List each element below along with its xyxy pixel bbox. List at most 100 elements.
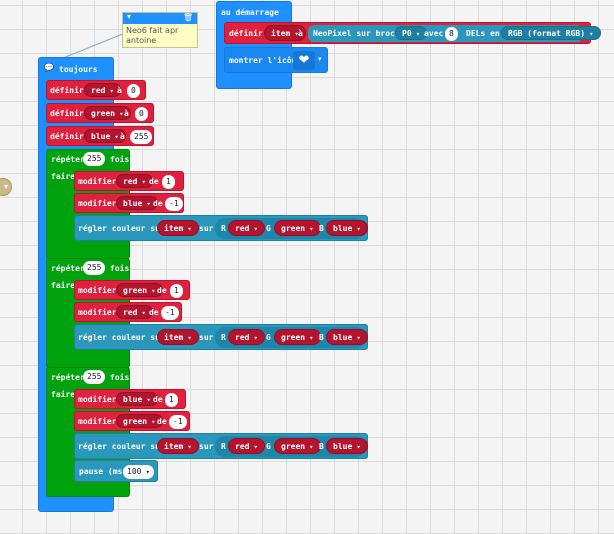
set-green-block[interactable]: définir green à 0 [46,103,154,123]
r-label: R [221,333,226,342]
repeat-label: répéter [51,264,85,273]
var-green-dropdown[interactable]: green [274,438,321,454]
var-red-dropdown[interactable]: red [84,83,121,97]
comment-text[interactable]: Neo6 fait apr antoine [126,26,179,45]
workspace-collapse-handle[interactable]: ▾ [0,178,12,196]
on-label: sur [199,224,214,233]
b-label: B [319,224,324,233]
var-item-dropdown[interactable]: item [264,25,306,41]
strip-dropdown[interactable]: item [157,438,199,454]
on-label: sur [199,333,214,342]
r-label: R [221,224,226,233]
mode-dropdown[interactable]: RGB (format RGB) [501,26,601,40]
var-blue-dropdown[interactable]: blue [84,129,126,143]
change-block[interactable]: modifier green de -1 [74,411,190,431]
change-block[interactable]: modifier green de 1 [74,280,190,300]
set-color-block[interactable]: régler couleur sur item sur R red G gree… [74,433,368,459]
pin-dropdown[interactable]: P0 [395,26,428,40]
repeat-count-input[interactable]: 255 [83,370,106,384]
var-dropdown[interactable]: red [116,174,153,188]
b-label: B [319,333,324,342]
pause-duration-dropdown[interactable]: 100 [123,465,154,479]
with-label: avec [424,29,444,38]
change-block[interactable]: modifier red de 1 [74,171,184,191]
on-start-block[interactable]: au démarrage [216,1,292,89]
set-item-neopixel-block[interactable]: définir item à NeoPixel sur broche P0 av… [224,22,601,44]
change-label: modifier [78,199,117,208]
value-input[interactable]: 0 [135,107,148,121]
neopixel-label: NeoPixel sur broche [313,29,405,38]
led-count-input[interactable]: 8 [445,27,458,41]
strip-dropdown[interactable]: item [157,329,199,345]
pause-block[interactable]: pause (ms) 100 [74,460,158,482]
var-green-dropdown[interactable]: green [84,106,131,120]
change-block[interactable]: modifier blue de -1 [74,193,184,213]
to-label: à [117,86,122,95]
value-input[interactable]: 0 [127,84,140,98]
set-color-block[interactable]: régler couleur sur item sur R red G gree… [74,324,368,350]
trash-icon[interactable]: 🗑 [182,13,193,22]
var-blue-dropdown[interactable]: blue [326,329,368,345]
by-label: de [149,177,159,186]
var-blue-dropdown[interactable]: blue [326,438,368,454]
repeat-label: répéter [51,373,85,382]
repeat-count-input[interactable]: 255 [83,261,106,275]
var-green-dropdown[interactable]: green [274,220,321,236]
var-dropdown[interactable]: green [116,283,163,297]
var-red-dropdown[interactable]: red [228,438,265,454]
value-input[interactable]: 1 [162,175,175,189]
to-label: à [124,109,129,118]
var-blue-dropdown[interactable]: blue [326,220,368,236]
set-red-block[interactable]: définir red à 0 [46,80,146,100]
set-color-block[interactable]: régler couleur sur item sur R red G gree… [74,215,368,241]
value-input[interactable]: -1 [161,306,179,320]
comment-header[interactable]: ▾ 🗑 [123,12,197,24]
by-label: de [157,417,167,426]
value-input[interactable]: -1 [165,197,183,211]
times-label: fois [110,373,130,382]
by-label: de [153,199,163,208]
strip-dropdown[interactable]: item [157,220,199,236]
g-label: G [266,224,271,233]
var-dropdown[interactable]: blue [116,392,158,406]
do-label: faire [51,172,76,181]
set-label: définir [50,86,84,95]
on-label: sur [199,442,214,451]
g-label: G [266,333,271,342]
times-label: fois [110,155,130,164]
set-label: définir [229,29,263,38]
comment-icon[interactable]: 💬 [44,63,54,72]
var-green-dropdown[interactable]: green [274,329,321,345]
value-input[interactable]: -1 [169,415,187,429]
chevron-down-icon[interactable]: ▾ [127,12,132,21]
value-input[interactable]: 255 [130,130,153,144]
set-blue-block[interactable]: définir blue à 255 [46,126,154,146]
b-label: B [319,442,324,451]
repeat-label: répéter [51,155,85,164]
r-label: R [221,442,226,451]
set-color-label: régler couleur sur [78,442,165,451]
value-input[interactable]: 1 [170,284,183,298]
var-dropdown[interactable]: blue [116,196,158,210]
change-block[interactable]: modifier red de -1 [74,302,182,322]
forever-title: toujours [59,65,98,74]
var-red-dropdown[interactable]: red [228,329,265,345]
var-dropdown[interactable]: red [116,305,153,319]
change-block[interactable]: modifier blue de 1 [74,389,186,409]
chevron-down-icon[interactable]: ▾ [318,55,322,63]
repeat-count-input[interactable]: 255 [83,152,106,166]
heart-icon[interactable]: ❤ [293,51,315,70]
by-label: de [153,395,163,404]
show-icon-block[interactable]: montrer l'icône ❤ ▾ [224,47,328,73]
value-input[interactable]: 1 [165,393,178,407]
var-red-dropdown[interactable]: red [228,220,265,236]
var-dropdown[interactable]: green [116,414,163,428]
show-icon-label: montrer l'icône [229,56,302,65]
pause-label: pause (ms) [79,467,128,476]
comment-box[interactable]: ▾ 🗑 Neo6 fait apr antoine [122,12,198,48]
on-start-title: au démarrage [221,8,279,17]
by-label: de [149,308,159,317]
do-label: faire [51,390,76,399]
do-label: faire [51,281,76,290]
set-color-label: régler couleur sur [78,224,165,233]
